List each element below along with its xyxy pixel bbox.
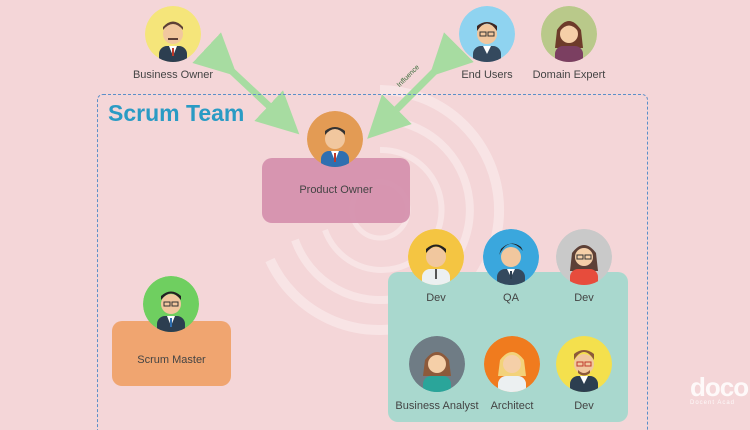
- domain-expert-avatar: [541, 6, 597, 62]
- product-owner-avatar: [307, 111, 363, 167]
- dev-1-avatar: [408, 229, 464, 285]
- dev-1-label: Dev: [426, 292, 446, 304]
- scrum-master-label: Scrum Master: [137, 354, 206, 366]
- business-owner-avatar: [145, 6, 201, 62]
- product-owner-label: Product Owner: [299, 184, 373, 196]
- logo-main-text: doco: [690, 372, 749, 402]
- product-owner-box: [262, 158, 410, 223]
- dev-2-label: Dev: [574, 292, 594, 304]
- dev-2-avatar: [556, 229, 612, 285]
- logo-sub-text: Docent Acad: [690, 400, 736, 406]
- arrow-end-users-product-owner: [367, 32, 474, 139]
- scrum-team-boundary: [97, 94, 648, 430]
- end-users-avatar: [459, 6, 515, 62]
- scrum-master-avatar: [143, 276, 199, 332]
- end-users-label: End Users: [461, 69, 513, 81]
- business-analyst-label: Business Analyst: [395, 400, 479, 412]
- architect-avatar: [484, 336, 540, 392]
- business-analyst-avatar: [409, 336, 465, 392]
- docent-logo: doco Docent Acad: [690, 372, 749, 406]
- qa-label: QA: [503, 292, 519, 304]
- arrow-business-owner-product-owner: [192, 32, 300, 135]
- scrum-team-title: Scrum Team: [108, 100, 245, 126]
- domain-expert-label: Domain Expert: [532, 69, 606, 81]
- architect-label: Architect: [490, 400, 534, 412]
- business-owner-label: Business Owner: [132, 69, 214, 81]
- qa-avatar: [483, 229, 539, 285]
- dev-3-avatar: [556, 336, 612, 392]
- dev-3-label: Dev: [574, 400, 594, 412]
